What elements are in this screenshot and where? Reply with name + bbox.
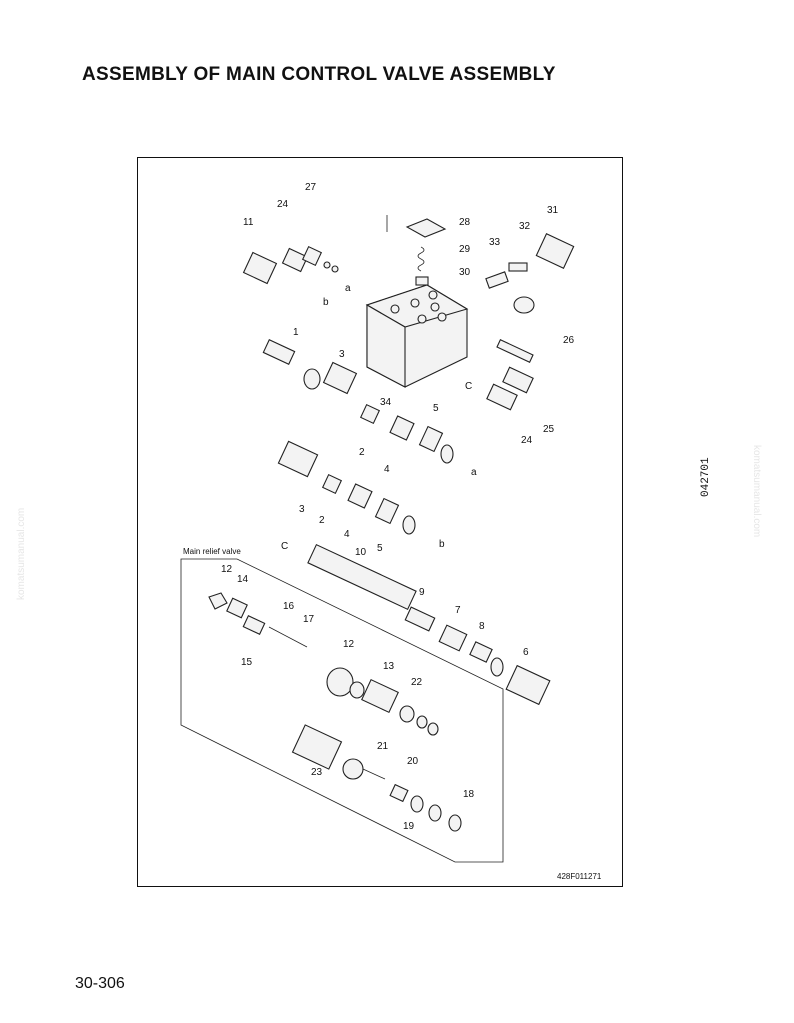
callout-5-upper: 5 (433, 403, 439, 414)
figure-id: 428F011271 (557, 872, 602, 881)
callout-6: 6 (523, 647, 529, 658)
callout-34: 34 (380, 397, 392, 408)
callout-12-mid: 12 (343, 639, 355, 650)
arrow-label-c-upper: C (465, 381, 472, 392)
callout-15: 15 (241, 657, 253, 668)
callout-19: 19 (403, 821, 415, 832)
upper-left-parts (242, 245, 358, 395)
callout-17: 17 (303, 614, 315, 625)
callout-22: 22 (411, 677, 423, 688)
watermark-left: komatsumanual.com (16, 507, 27, 600)
callout-23: 23 (311, 767, 323, 778)
callout-9: 9 (419, 587, 425, 598)
callout-5-lower: 5 (377, 543, 383, 554)
callout-7: 7 (455, 605, 461, 616)
callout-3: 3 (339, 349, 345, 360)
callout-11: 11 (243, 217, 254, 228)
arrow-label-b-upper: b (323, 297, 329, 308)
upper-right-parts (485, 233, 575, 411)
callout-4-lower: 4 (344, 529, 350, 540)
callout-12-top: 12 (221, 564, 233, 575)
callout-24: 24 (277, 199, 289, 210)
callout-10: 10 (355, 547, 367, 558)
callout-4-upper: 4 (384, 464, 390, 475)
arrow-labels: a b C a b C (281, 283, 477, 552)
top-cover-assembly (386, 215, 447, 286)
relief-valve-parts (208, 592, 462, 832)
callout-2-lower: 2 (319, 515, 325, 526)
exploded-diagram: Main relief valve (137, 157, 623, 887)
callout-1: 1 (293, 327, 299, 338)
callout-25: 25 (543, 424, 555, 435)
callout-2-upper: 2 (359, 447, 365, 458)
callout-21: 21 (377, 741, 389, 752)
arrow-label-b-lower: b (439, 539, 445, 550)
callout-30: 30 (459, 267, 471, 278)
callout-8: 8 (479, 621, 485, 632)
callout-20: 20 (407, 756, 419, 767)
page-number: 30-306 (75, 975, 125, 992)
spool-stack (277, 403, 454, 535)
arrow-label-a-upper: a (345, 283, 351, 294)
side-code: 042701 (700, 457, 712, 497)
callout-14: 14 (237, 574, 249, 585)
callout-3-lower: 3 (299, 504, 305, 515)
callout-18: 18 (463, 789, 475, 800)
callout-26: 26 (563, 335, 575, 346)
watermark-right: komatsumanual.com (751, 445, 762, 538)
relief-valve-boundary (180, 558, 504, 863)
main-spool (307, 543, 551, 706)
callout-28: 28 (459, 217, 471, 228)
callout-16: 16 (283, 601, 295, 612)
arrow-label-a-lower: a (471, 467, 477, 478)
valve-body (365, 284, 469, 388)
callout-24-right: 24 (521, 435, 533, 446)
callout-32: 32 (519, 221, 531, 232)
callout-31: 31 (547, 205, 559, 216)
page-title: ASSEMBLY OF MAIN CONTROL VALVE ASSEMBLY (82, 64, 556, 85)
callout-13: 13 (383, 661, 395, 672)
arrow-label-c-lower: C (281, 541, 288, 552)
callout-33: 33 (489, 237, 501, 248)
callout-27: 27 (305, 182, 317, 193)
relief-valve-label: Main relief valve (183, 547, 241, 556)
callout-labels: 11 24 27 28 29 30 33 32 31 26 1 3 34 5 2… (221, 182, 575, 832)
callout-29: 29 (459, 244, 471, 255)
